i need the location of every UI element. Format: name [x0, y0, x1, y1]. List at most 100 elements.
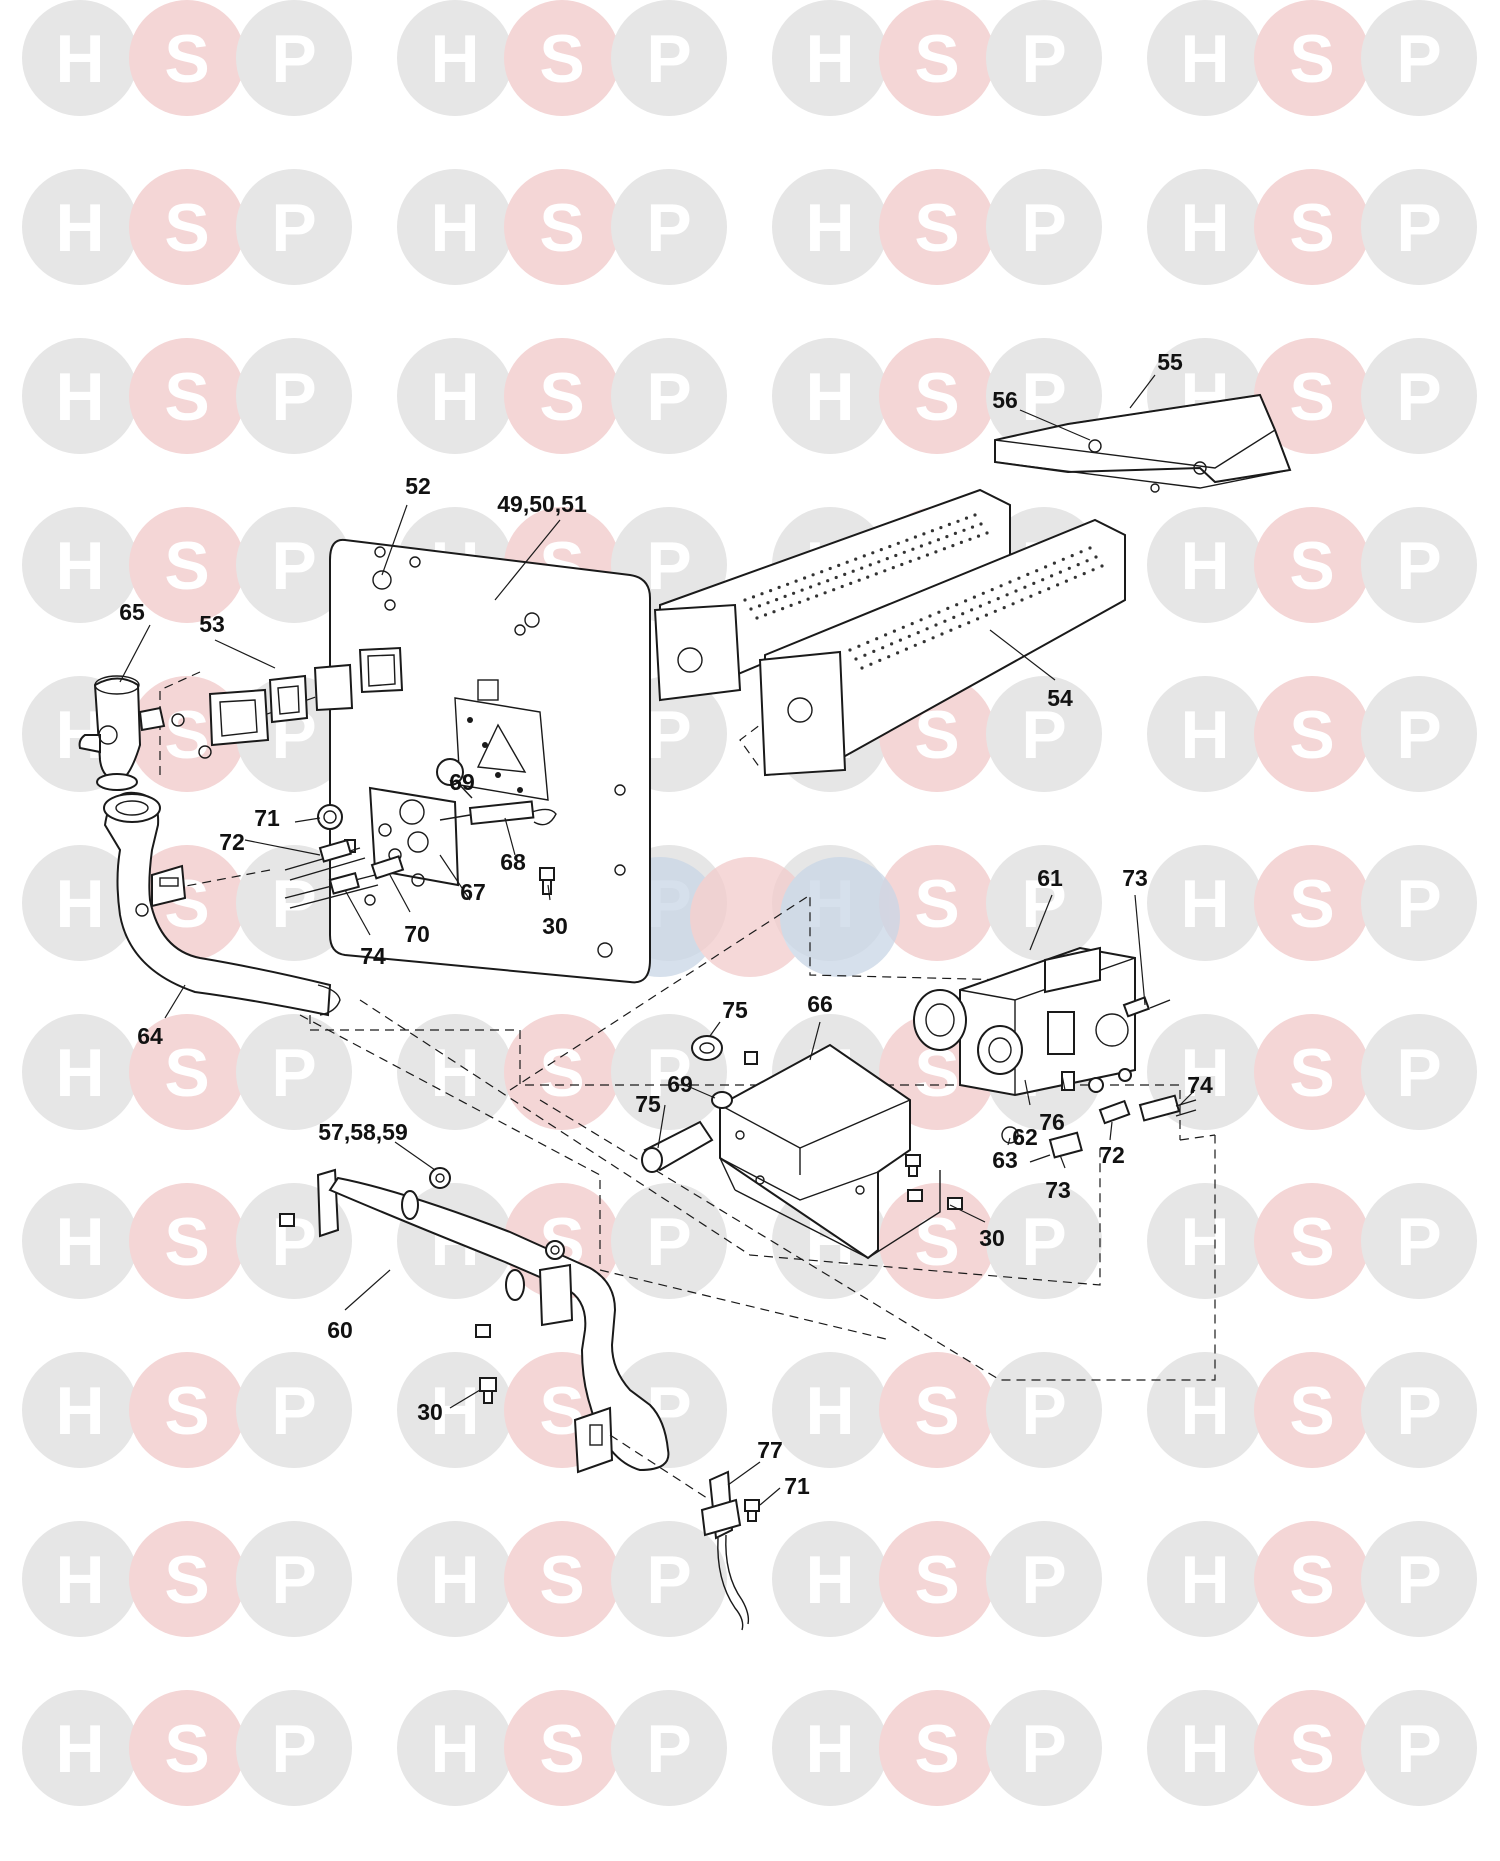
watermark-circle [129, 1014, 245, 1130]
watermark-letter: P [271, 528, 316, 604]
watermark-letter: P [1396, 1711, 1441, 1787]
burner-port-hole [828, 566, 832, 571]
burner-port-hole [972, 595, 977, 599]
watermark-letter: H [430, 1542, 479, 1618]
watermark-circle [879, 1690, 995, 1806]
watermark-letter: H [1180, 1373, 1229, 1449]
watermark-circle [236, 845, 352, 961]
callout-54: 54 [1047, 685, 1073, 711]
watermark-letter: H [1180, 1035, 1229, 1111]
callout-61: 61 [1037, 865, 1063, 891]
burner-port-hole [1035, 569, 1039, 573]
watermark-letter: S [539, 1711, 584, 1787]
watermark-letter: S [1289, 528, 1334, 604]
burner-port-hole [1050, 574, 1054, 578]
burner-port-hole [942, 547, 947, 551]
watermark-letter: P [646, 528, 691, 604]
burner-port-hole [843, 572, 847, 577]
burner-port-hole [930, 529, 935, 533]
burner-port-hole [1014, 589, 1018, 593]
watermark-letter: P [1021, 1204, 1066, 1280]
callout-75-b: 75 [635, 1091, 661, 1117]
part-60-manifold-pipe [316, 1168, 670, 1474]
burner-port-hole [985, 531, 989, 535]
watermark-circle [1254, 169, 1370, 285]
watermark-circle [236, 0, 352, 116]
callout-71-b: 71 [784, 1473, 810, 1499]
burner-port-hole [925, 627, 929, 631]
burner-port-hole [763, 613, 768, 617]
watermark-circle [1147, 1183, 1263, 1299]
watermark-circle [772, 0, 888, 116]
watermark-letter: P [271, 866, 316, 942]
burner-port-hole [928, 614, 932, 618]
watermark-letter: H [1180, 1204, 1229, 1280]
watermark-letter: S [539, 1035, 584, 1111]
watermark-circle [611, 0, 727, 116]
watermark-letter: S [914, 190, 959, 266]
watermark-letter: S [164, 1035, 209, 1111]
burner-port-hole [907, 634, 911, 638]
part-72-thermocouple-a [284, 839, 366, 881]
part-57-58-59-injectors [429, 1167, 565, 1260]
watermark-circle [611, 1690, 727, 1806]
watermark-letter: P [1396, 866, 1441, 942]
watermark-letter: P [1021, 21, 1066, 97]
watermark-letter: S [914, 1542, 959, 1618]
callout-30: 30 [542, 913, 568, 939]
burner-port-hole [775, 598, 779, 602]
burner-port-hole [956, 519, 960, 523]
watermark-letter: H [55, 359, 104, 435]
burner-port-hole [840, 584, 844, 589]
watermark-circle [986, 1352, 1102, 1468]
burner-port-hole [891, 566, 895, 570]
burner-port-hole [937, 610, 941, 614]
watermark-letter: S [1289, 697, 1334, 773]
watermark-letter: S [164, 1542, 209, 1618]
burner-port-hole [979, 522, 983, 526]
burner-port-hole [945, 535, 949, 539]
burner-port-hole [860, 666, 864, 670]
burner-port-hole [868, 563, 872, 567]
watermark-letter: P [1021, 1711, 1066, 1787]
watermark-circle [236, 507, 352, 623]
burner-port-hole [837, 563, 841, 568]
watermark-letter: P [646, 21, 691, 97]
watermark-circle [611, 1183, 727, 1299]
watermark-circle [772, 338, 888, 454]
watermark-letter: S [914, 1204, 959, 1280]
part-55-burner-bracket [994, 393, 1292, 493]
burner-port-hole [834, 575, 838, 580]
watermark-letter: H [1180, 528, 1229, 604]
watermark-circle [236, 1690, 352, 1806]
watermark-letter: H [55, 1711, 104, 1787]
burner-port-hole [826, 579, 830, 583]
watermark-letter: S [164, 697, 209, 773]
watermark-letter: S [914, 21, 959, 97]
burner-port-hole [757, 604, 762, 608]
callout-63: 63 [992, 1147, 1018, 1173]
burner-port-hole [1023, 585, 1027, 589]
callout-49-50-51: 49,50,51 [497, 491, 587, 517]
burner-port-hole [1041, 578, 1045, 582]
watermark-circle [22, 338, 138, 454]
burner-port-hole [751, 595, 756, 599]
watermark-letter: H [430, 21, 479, 97]
burner-port-hole [832, 588, 836, 592]
watermark-letter: P [271, 1035, 316, 1111]
burner-port-hole [1020, 598, 1024, 602]
burner-port-hole [1017, 576, 1021, 580]
burner-port-hole [845, 560, 849, 564]
burner-port-hole [958, 624, 962, 629]
watermark-circle [1147, 1690, 1263, 1806]
callout-65: 65 [119, 599, 145, 625]
burner-port-hole [919, 618, 923, 622]
part-70-pilot-injector [370, 855, 425, 887]
burner-port-hole [962, 528, 966, 532]
watermark-letter: S [164, 1711, 209, 1787]
burner-port-hole [786, 582, 790, 586]
watermark-circle [772, 1690, 888, 1806]
callout-labels: 55 56 52 49,50,51 65 53 54 69 71 72 68 6… [119, 349, 1213, 1499]
